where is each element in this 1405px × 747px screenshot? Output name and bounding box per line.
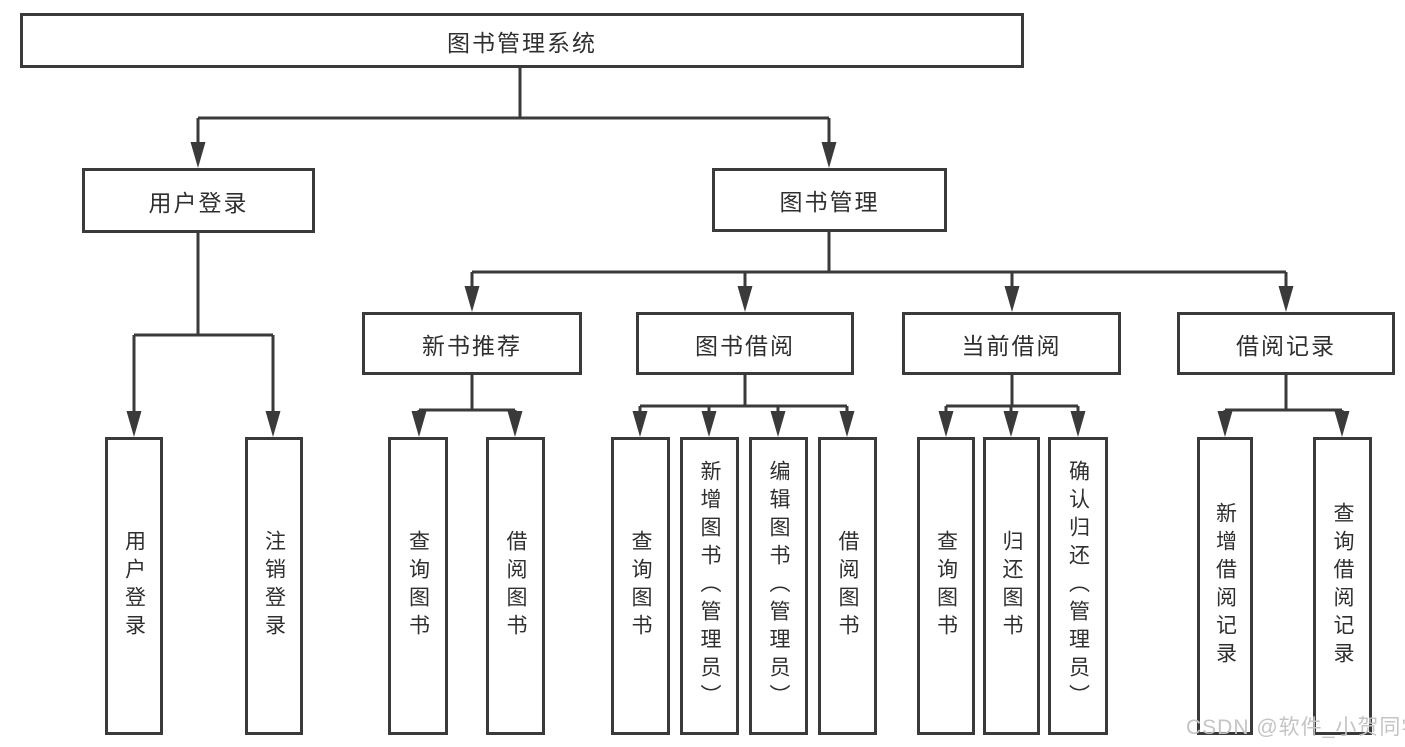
node-root: 图书管理系统 bbox=[20, 13, 1024, 68]
leaf-add-book-admin-label: 新增图书（管理员） bbox=[698, 460, 721, 712]
node-borrowing-records: 借阅记录 bbox=[1177, 312, 1395, 375]
node-user-login-label: 用户登录 bbox=[148, 189, 249, 216]
leaf-query-books-recommend: 查询图书 bbox=[388, 437, 448, 735]
connector-rails bbox=[132, 68, 1344, 416]
node-current-borrowing-label: 当前借阅 bbox=[961, 332, 1062, 359]
leaf-return-books: 归还图书 bbox=[983, 437, 1040, 735]
leaf-borrow-books-label: 借阅图书 bbox=[836, 530, 859, 642]
leaf-borrow-books-recommend-label: 借阅图书 bbox=[504, 530, 527, 642]
node-book-borrowing-label: 图书借阅 bbox=[695, 332, 795, 359]
leaf-logout: 注销登录 bbox=[245, 437, 303, 735]
leaf-confirm-return-admin: 确认归还（管理员） bbox=[1048, 437, 1108, 735]
leaf-logout-label: 注销登录 bbox=[262, 530, 286, 642]
leaf-query-books-recommend-label: 查询图书 bbox=[406, 530, 430, 642]
arrowheads bbox=[126, 142, 1350, 437]
leaf-query-borrow-record-label: 查询借阅记录 bbox=[1331, 502, 1354, 670]
leaf-user-login-label: 用户登录 bbox=[122, 530, 146, 642]
leaf-query-books-current: 查询图书 bbox=[917, 437, 975, 735]
leaf-query-books-current-label: 查询图书 bbox=[934, 530, 958, 642]
leaf-query-books-borrow: 查询图书 bbox=[611, 437, 670, 735]
leaf-user-login: 用户登录 bbox=[105, 437, 163, 735]
leaf-confirm-return-admin-label: 确认归还（管理员） bbox=[1066, 460, 1090, 712]
node-book-management-label: 图书管理 bbox=[779, 189, 880, 215]
node-book-management: 图书管理 bbox=[712, 168, 947, 232]
leaf-return-books-label: 归还图书 bbox=[1000, 530, 1023, 642]
leaf-add-borrow-record-label: 新增借阅记录 bbox=[1213, 502, 1237, 670]
leaf-edit-book-admin: 编辑图书（管理员） bbox=[749, 437, 808, 735]
leaf-query-borrow-record: 查询借阅记录 bbox=[1313, 437, 1372, 735]
node-new-book-recommendation-label: 新书推荐 bbox=[422, 332, 522, 359]
leaf-query-books-borrow-label: 查询图书 bbox=[629, 530, 652, 642]
leaf-add-book-admin: 新增图书（管理员） bbox=[680, 437, 739, 735]
leaf-add-borrow-record: 新增借阅记录 bbox=[1197, 437, 1253, 735]
node-new-book-recommendation: 新书推荐 bbox=[362, 312, 582, 375]
node-current-borrowing: 当前借阅 bbox=[902, 312, 1121, 375]
node-borrowing-records-label: 借阅记录 bbox=[1236, 332, 1336, 359]
node-book-borrowing: 图书借阅 bbox=[636, 312, 854, 375]
node-user-login: 用户登录 bbox=[82, 168, 315, 233]
csdn-watermark: CSDN @软件_小贺同学 bbox=[1186, 716, 1405, 739]
leaf-edit-book-admin-label: 编辑图书（管理员） bbox=[767, 460, 790, 712]
leaf-borrow-books: 借阅图书 bbox=[818, 437, 877, 735]
node-root-label: 图书管理系统 bbox=[447, 29, 597, 56]
leaf-borrow-books-recommend: 借阅图书 bbox=[486, 437, 545, 735]
